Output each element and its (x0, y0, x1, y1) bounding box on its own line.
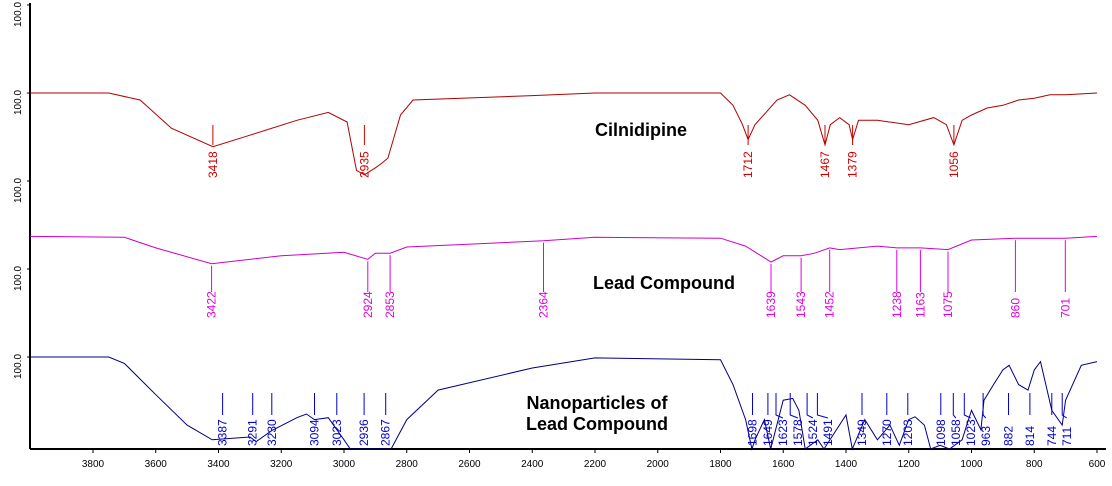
x-tick-label: 600 (1089, 459, 1106, 470)
peak-marker (963, 393, 972, 419)
peak-label: 2924 (361, 291, 375, 318)
peak-label: 2935 (357, 151, 371, 178)
peak-label: 3418 (206, 151, 220, 178)
y-tick-label: 100.0 (13, 266, 24, 291)
x-tick-label: 3600 (145, 459, 168, 470)
peak-label: 1491 (821, 419, 835, 446)
peak-label: 2364 (537, 291, 551, 318)
x-tick-label: 800 (1026, 459, 1043, 470)
peak-label: 1056 (947, 151, 961, 178)
peak-label: 2867 (379, 419, 393, 446)
peak-label: 1524 (806, 419, 820, 446)
peak-label: 1379 (846, 151, 860, 178)
x-tick-label: 3400 (207, 459, 230, 470)
peak-marker (789, 393, 799, 419)
peak-label: 860 (1008, 298, 1022, 318)
x-tick-label: 2000 (647, 459, 670, 470)
peak-label: 1270 (880, 419, 894, 446)
peak-marker (816, 393, 829, 419)
x-tick-label: 1400 (835, 459, 858, 470)
x-tick-label: 2400 (521, 459, 544, 470)
peak-label: 1467 (818, 151, 832, 178)
peak-label: 744 (1045, 426, 1059, 446)
peak-label: 882 (1002, 426, 1016, 446)
peak-label: 1639 (764, 291, 778, 318)
peak-marker (1061, 393, 1068, 419)
x-tick-label: 2800 (396, 459, 419, 470)
peak-label: 2936 (357, 419, 371, 446)
peak-label: 963 (979, 426, 993, 446)
peak-label: 3291 (246, 419, 260, 446)
spectrum-lead-compound (30, 235, 1098, 265)
y-tick-label: 100.0 (13, 2, 24, 27)
peak-label: 3387 (216, 419, 230, 446)
peak-marker (806, 393, 814, 419)
y-tick-label: 100.0 (13, 354, 24, 379)
peak-label: 1712 (741, 151, 755, 178)
y-tick-label: 100.0 (13, 178, 24, 203)
peak-label: 3094 (308, 419, 322, 446)
peak-label: 1578 (791, 419, 805, 446)
peak-label: 814 (1023, 426, 1037, 446)
peak-label: 3422 (205, 291, 219, 318)
peak-label: 3230 (265, 419, 279, 446)
peak-label: 701 (1058, 298, 1072, 318)
peak-label: 1623 (776, 419, 790, 446)
peak-label: 1075 (941, 291, 955, 318)
peak-label: 1238 (890, 291, 904, 318)
peak-label: 1452 (823, 291, 837, 318)
peak-label: 711 (1060, 427, 1074, 446)
x-tick-label: 1000 (960, 459, 983, 470)
annotation-lead-compound: Lead Compound (593, 273, 735, 293)
peak-marker (982, 393, 987, 419)
peak-label: 1543 (794, 291, 808, 318)
x-tick-label: 2200 (584, 459, 607, 470)
spectra (30, 92, 1098, 451)
peak-label: 2853 (383, 291, 397, 318)
peak-label: 1023 (964, 419, 978, 446)
annotation-nanoparticles-line2: Lead Compound (526, 414, 668, 434)
peak-label: 1698 (746, 419, 760, 446)
peak-labels: 3418 2935 1712 1467 1379 1056 3422 2924 2853 2364… (205, 125, 1074, 446)
peak-label: 1203 (901, 419, 915, 446)
annotation-nanoparticles-line1: Nanoparticles of (526, 393, 668, 413)
peak-label: 1649 (761, 419, 775, 446)
x-tick-label: 3000 (333, 459, 356, 470)
axes: 3800 3600 3400 3200 3000 2800 2600 2400 2200 2000… (13, 2, 1106, 470)
x-tick-label: 1800 (709, 459, 732, 470)
peak-marker (775, 393, 784, 419)
peak-label: 1098 (934, 419, 948, 446)
annotation-cilnidipine: Cilnidipine (595, 120, 687, 140)
peak-label: 1349 (855, 419, 869, 446)
x-tick-label: 3200 (270, 459, 293, 470)
spectrum-cilnidipine (30, 92, 1098, 176)
peak-label: 3023 (330, 419, 344, 446)
spectrum-nanoparticles (30, 356, 1098, 451)
x-tick-label: 2600 (458, 459, 481, 470)
peak-marker (952, 393, 957, 419)
x-tick-label: 1200 (898, 459, 921, 470)
peak-label: 1058 (949, 419, 963, 446)
y-tick-label: 100.0 (13, 90, 24, 115)
x-tick-label: 1600 (772, 459, 795, 470)
x-tick-label: 3800 (82, 459, 105, 470)
peak-label: 1163 (913, 292, 927, 318)
